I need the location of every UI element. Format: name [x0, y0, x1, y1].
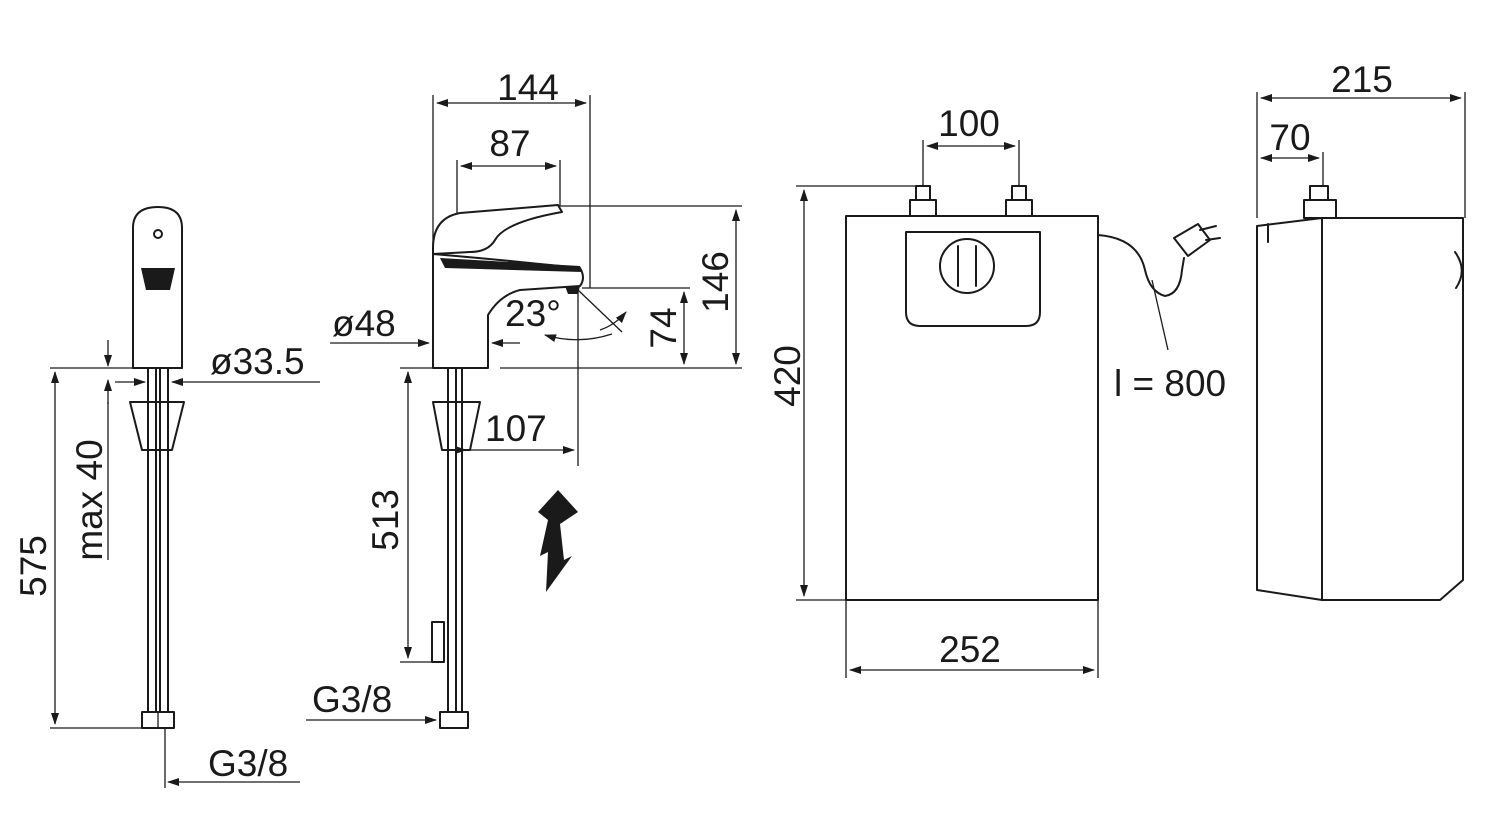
label-420: 420 — [767, 345, 808, 407]
label-87: 87 — [489, 123, 530, 164]
label-107: 107 — [485, 408, 547, 449]
label-cable-length: l = 800 — [1114, 363, 1226, 404]
label-144: 144 — [497, 67, 559, 108]
label-215: 215 — [1331, 59, 1393, 100]
lightning-icon — [538, 490, 578, 592]
label-max-40: max 40 — [69, 439, 110, 560]
label-g38-front: G3/8 — [208, 743, 288, 784]
dimension-74: 74 — [582, 287, 690, 365]
thermostat-knob-icon — [939, 238, 995, 294]
dimension-angle-23: 23° — [505, 289, 627, 466]
dimension-144: 144 — [432, 67, 591, 288]
dimension-420: 420 — [767, 185, 916, 601]
tap-side-view: 144 87 146 74 23° — [306, 67, 742, 729]
label-100: 100 — [938, 103, 1000, 144]
dimension-70: 70 — [1260, 117, 1324, 186]
dimension-diameter-48: ø48 — [330, 303, 520, 347]
dimension-g38-front: G3/8 — [164, 728, 300, 788]
label-252: 252 — [939, 629, 1001, 670]
label-146: 146 — [695, 251, 736, 313]
heater-front-view: 100 420 252 l = 800 — [767, 103, 1226, 678]
label-70: 70 — [1269, 117, 1310, 158]
dimension-diameter-33-5: ø33.5 — [115, 341, 320, 386]
dimension-513: 513 — [365, 367, 440, 663]
label-575: 575 — [13, 535, 54, 597]
tap-front-view: 575 max 40 ø33.5 G3/8 — [13, 206, 320, 788]
dimension-252: 252 — [845, 600, 1099, 678]
dimension-146: 146 — [500, 205, 742, 369]
dimension-87: 87 — [456, 123, 561, 214]
label-513: 513 — [365, 489, 406, 551]
label-diameter-33-5: ø33.5 — [210, 341, 305, 382]
dimension-100: 100 — [922, 103, 1020, 186]
dimension-max-40: max 40 — [69, 340, 112, 561]
dimension-107: 107 — [455, 408, 575, 454]
label-g38-side: G3/8 — [312, 679, 392, 720]
dimension-575: 575 — [13, 367, 142, 729]
dimension-215: 215 — [1256, 59, 1466, 218]
heater-side-view: 215 70 — [1256, 59, 1466, 601]
dimension-g38-side: G3/8 — [306, 679, 437, 724]
label-74: 74 — [643, 307, 684, 348]
label-angle-23: 23° — [505, 293, 561, 334]
label-diameter-48: ø48 — [332, 303, 396, 344]
plug-icon — [1173, 223, 1221, 257]
